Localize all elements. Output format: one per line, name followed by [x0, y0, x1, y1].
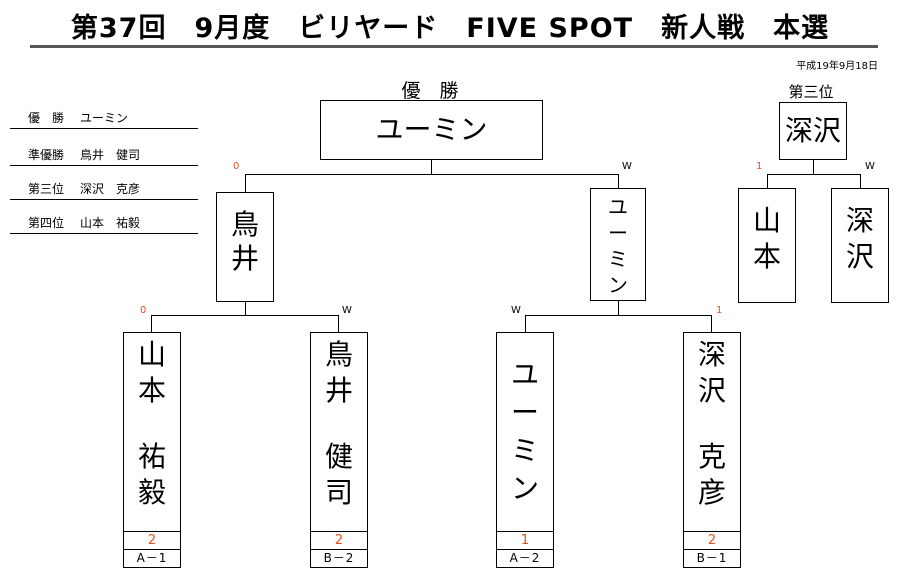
page-title: 第37回 9月度 ビリヤード FIVE SPOT 新人戦 本選: [70, 13, 830, 44]
final-right-mark: W: [622, 161, 632, 172]
bracket-line: [525, 315, 526, 332]
player-box: 山 本 祐 毅: [123, 332, 181, 532]
player-slot: A－2: [496, 550, 554, 568]
name-char: 山: [752, 204, 781, 237]
player-score: 2: [123, 532, 181, 550]
champion-name: ユーミン: [375, 113, 488, 146]
bracket-line: [813, 160, 814, 175]
name-char: ー: [608, 221, 628, 245]
bracket-line: [151, 315, 152, 332]
bracket-line: [767, 174, 861, 175]
bracket-line: [245, 174, 246, 192]
third-left-box: 山 本: [738, 188, 796, 303]
champion-caption: 優 勝: [401, 80, 459, 102]
semi-right-mark-2: 1: [716, 305, 723, 316]
name-char: ー: [510, 396, 539, 429]
bracket-line: [618, 301, 619, 316]
ranking-row-1: 優 勝 ユーミン: [10, 109, 198, 129]
name-char: ミ: [510, 434, 539, 467]
bracket-line: [618, 174, 619, 189]
final-left-mark: 0: [233, 161, 240, 172]
bracket-line: [860, 174, 861, 188]
third-right-box: 深 沢: [831, 188, 889, 303]
player-score: 2: [683, 532, 741, 550]
name-char: 司: [324, 476, 353, 509]
bracket-line: [767, 174, 768, 188]
semi-left-mark-2: W: [342, 305, 352, 316]
name-char: ユ: [608, 195, 628, 219]
ranking-row-3: 第三位 深沢 克彦: [10, 180, 198, 200]
name-char: ン: [608, 273, 628, 297]
ranking-row-4: 第四位 山本 祐毅: [10, 214, 198, 234]
bracket-line: [525, 315, 712, 316]
bracket-line: [151, 315, 339, 316]
semi-right-mark-1: W: [511, 305, 521, 316]
ranking-label: 準優勝: [28, 148, 65, 162]
ranking-label: 第四位: [28, 216, 65, 230]
name-char: ン: [510, 472, 539, 505]
ranking-label: 第三位: [28, 182, 65, 196]
name-char: 本: [752, 240, 781, 273]
bracket-line: [245, 174, 619, 175]
third-left-mark: 1: [756, 161, 763, 172]
ranking-name: 鳥井 健司: [80, 148, 141, 162]
name-char: 本: [137, 374, 166, 407]
player-score: 1: [496, 532, 554, 550]
ranking-name: 山本 祐毅: [80, 216, 141, 230]
name-char: 克: [697, 440, 726, 473]
third-place-caption: 第三位: [788, 83, 834, 101]
bracket-line: [711, 315, 712, 332]
name-char: 井: [230, 242, 259, 275]
name-char: 深: [697, 338, 726, 371]
bracket-line: [245, 302, 246, 316]
semi-right-box: ユ ー ミ ン: [590, 188, 646, 301]
bracket-line: [431, 160, 432, 175]
third-right-mark: W: [865, 161, 875, 172]
name-char: 鳥: [324, 338, 353, 371]
name-char: 山: [137, 338, 166, 371]
name-char: 健: [324, 440, 353, 473]
third-place-box: 深沢: [779, 102, 847, 160]
player-slot: A－1: [123, 550, 181, 568]
name-char: ミ: [608, 247, 628, 271]
semi-left-mark-1: 0: [140, 305, 147, 316]
name-char: 沢: [845, 240, 874, 273]
ranking-row-2: 準優勝 鳥井 健司: [10, 146, 198, 166]
title-underline: [30, 45, 878, 48]
name-char: 沢: [697, 374, 726, 407]
name-char: ユ: [510, 358, 539, 391]
name-char: 鳥: [230, 208, 259, 241]
name-char: 毅: [137, 476, 166, 509]
name-char: 祐: [137, 440, 166, 473]
ranking-name: ユーミン: [80, 111, 129, 125]
name-char: 井: [324, 374, 353, 407]
player-slot: B－2: [310, 550, 368, 568]
ranking-label: 優 勝: [28, 111, 65, 125]
ranking-name: 深沢 克彦: [80, 182, 141, 196]
player-box: ユ ー ミ ン: [496, 332, 554, 532]
player-box: 鳥 井 健 司: [310, 332, 368, 532]
semi-left-box: 鳥 井: [216, 192, 274, 302]
player-slot: B－1: [683, 550, 741, 568]
name-char: 彦: [697, 476, 726, 509]
third-place-name: 深沢: [784, 114, 841, 147]
event-date: 平成19年9月18日: [796, 61, 878, 72]
name-char: 深: [845, 204, 874, 237]
player-score: 2: [310, 532, 368, 550]
champion-box: ユーミン: [320, 100, 543, 160]
player-box: 深 沢 克 彦: [683, 332, 741, 532]
bracket-line: [338, 315, 339, 332]
